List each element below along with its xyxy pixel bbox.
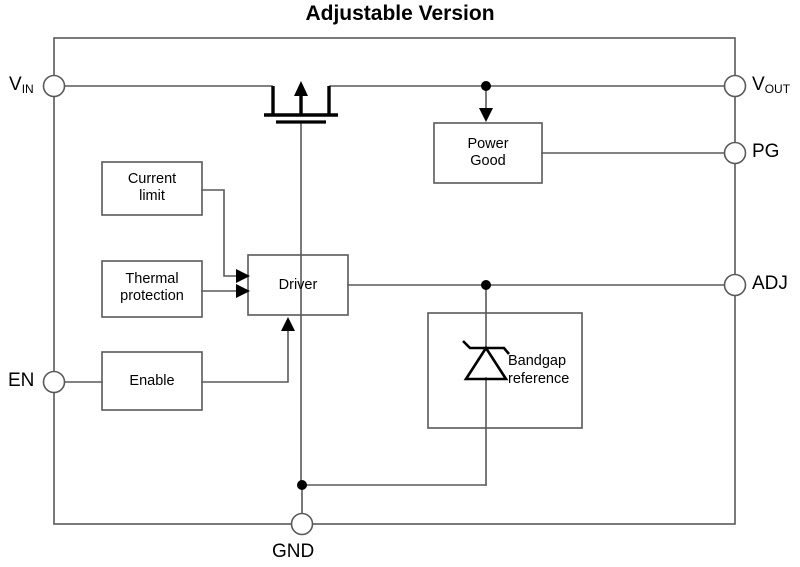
pin-terminal-vin[interactable] bbox=[42, 74, 66, 98]
block-thermal-protection[interactable] bbox=[101, 260, 203, 318]
zener-triangle bbox=[463, 345, 509, 381]
ic-boundary bbox=[53, 37, 736, 525]
arrow-enable-into-driver bbox=[281, 317, 295, 331]
block-bandgap-reference[interactable] bbox=[427, 312, 583, 429]
wire-enable-to-driver bbox=[201, 325, 289, 383]
pin-label-adj-main: ADJ bbox=[752, 273, 788, 294]
arrow-thermal-into-driver bbox=[236, 284, 250, 298]
junction-dot-vout-tap bbox=[481, 81, 491, 91]
block-power-good[interactable] bbox=[433, 122, 543, 184]
junction-dot-adj-tap bbox=[481, 280, 491, 290]
mosfet-arrow-head bbox=[294, 81, 308, 96]
pin-label-en: EN bbox=[8, 370, 34, 392]
pin-label-vout: VOUT bbox=[752, 74, 790, 96]
pin-label-adj: ADJ bbox=[752, 273, 788, 295]
pin-label-vout-main: V bbox=[752, 74, 765, 95]
arrow-currentlimit-into-driver bbox=[236, 269, 250, 283]
block-current-limit[interactable] bbox=[101, 161, 203, 216]
block-label-bandgap-line2: reference bbox=[508, 371, 570, 387]
pin-label-en-main: EN bbox=[8, 370, 35, 391]
pin-terminal-en[interactable] bbox=[42, 370, 66, 394]
block-label-bandgap-line1: Bandgap bbox=[508, 353, 567, 369]
block-label-bandgap-reference: Bandgap reference bbox=[508, 352, 569, 388]
pin-terminal-vout[interactable] bbox=[723, 74, 747, 98]
pin-label-vin-sub: IN bbox=[21, 82, 34, 96]
pin-label-pg-main: PG bbox=[752, 141, 780, 162]
pin-label-pg: PG bbox=[752, 141, 779, 163]
pin-label-vin-main: V bbox=[9, 74, 22, 95]
zener-diode-symbol bbox=[462, 340, 510, 381]
pin-terminal-adj[interactable] bbox=[723, 273, 747, 297]
block-driver[interactable] bbox=[247, 254, 349, 316]
block-enable[interactable] bbox=[101, 351, 203, 411]
zener-cathode-bar bbox=[462, 340, 510, 355]
wire-currentlimit-to-driver bbox=[201, 189, 239, 277]
pin-label-gnd: GND bbox=[272, 541, 314, 563]
junction-dot-gnd-tap bbox=[297, 480, 307, 490]
arrow-vout-to-powergood bbox=[479, 108, 493, 122]
page-title: Adjustable Version bbox=[305, 2, 495, 25]
pin-label-vout-sub: OUT bbox=[764, 82, 791, 96]
pin-label-gnd-main: GND bbox=[272, 541, 315, 562]
pin-terminal-gnd[interactable] bbox=[290, 512, 314, 536]
pin-label-vin: VIN bbox=[9, 74, 34, 96]
pin-terminal-pg[interactable] bbox=[723, 141, 747, 165]
